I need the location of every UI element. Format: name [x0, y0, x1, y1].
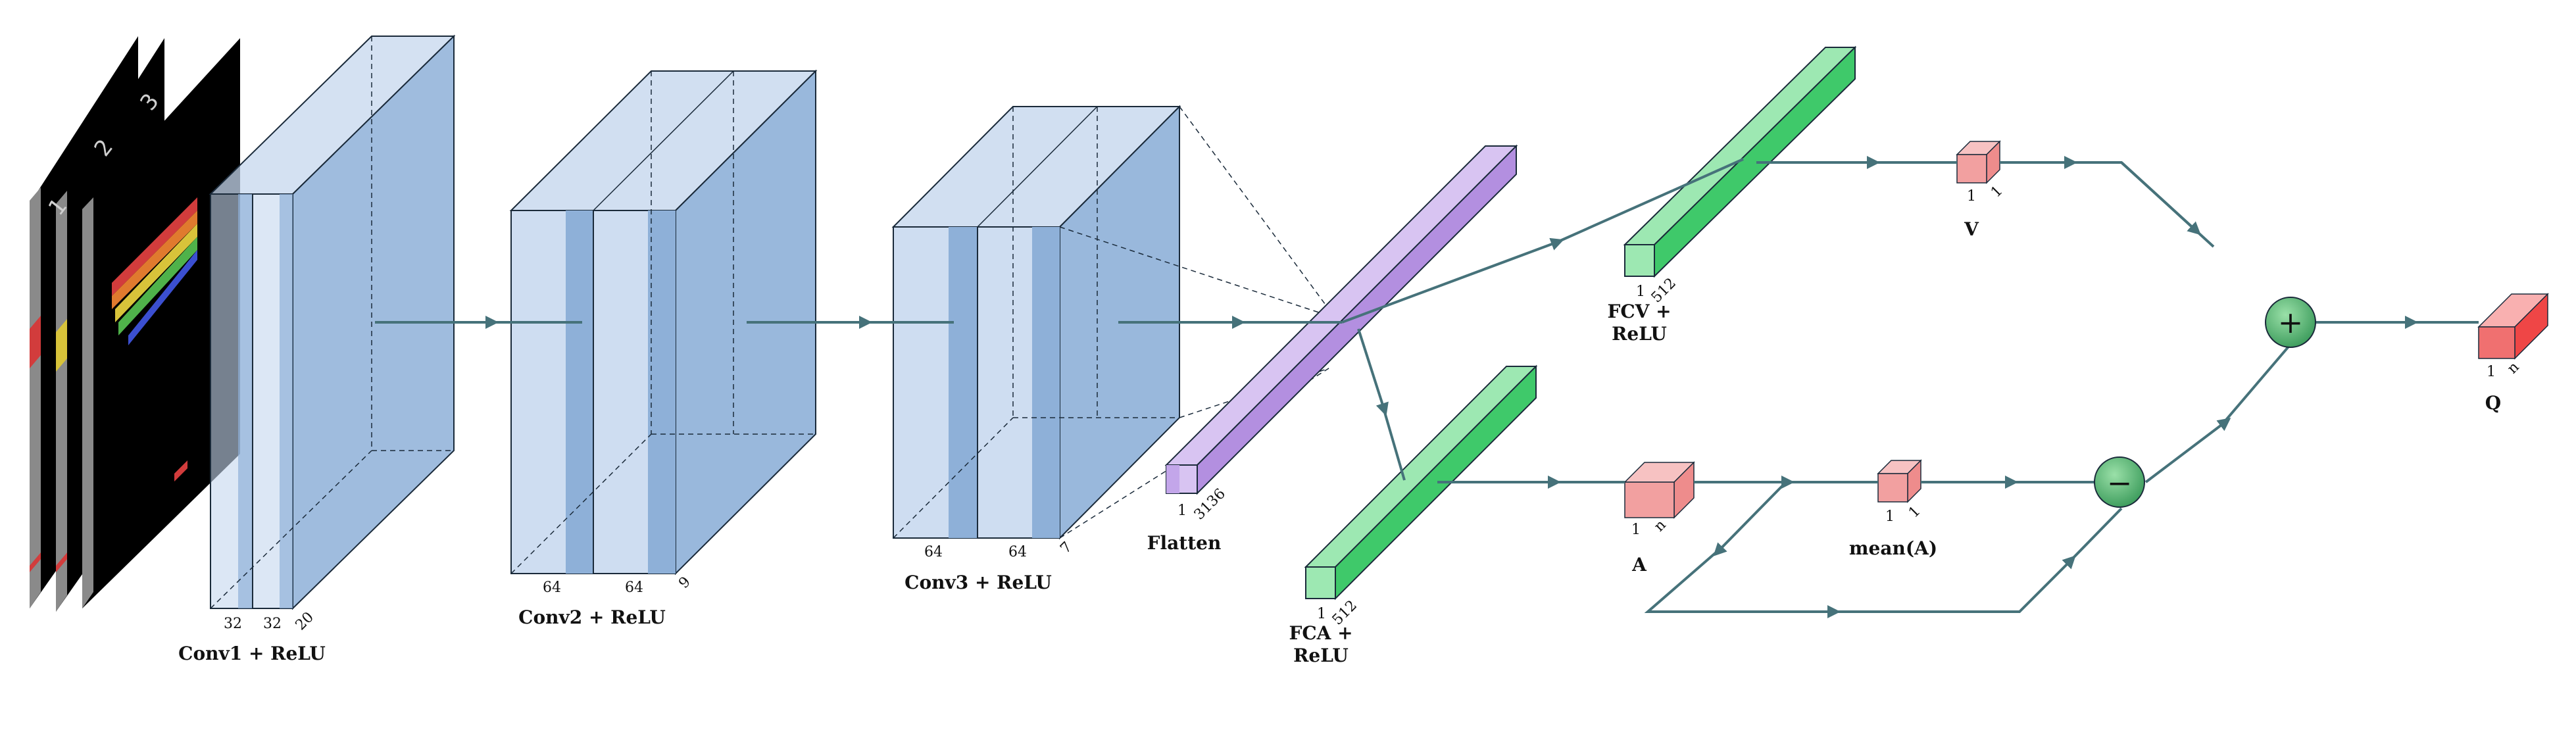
- arrow-a-bypass: [1713, 481, 1787, 556]
- conv2-label: Conv2 + ReLU: [518, 606, 666, 628]
- mean-dim-length: 1: [1906, 503, 1924, 522]
- plus-symbol: +: [2278, 305, 2304, 340]
- input-frame-front: [82, 38, 240, 608]
- v-dim-length: 1: [1988, 183, 2006, 201]
- conv2-dim-height: 64: [625, 579, 643, 596]
- conv3-block: 64 64 7 Conv3 + ReLU: [891, 105, 1181, 593]
- conv1-dim-width: 32: [224, 616, 242, 632]
- conv3-dim-depth: 7: [1057, 539, 1076, 557]
- fcv-label-line1: FCV +: [1607, 301, 1671, 322]
- arrow-flatten-fcv: [1341, 237, 1564, 324]
- minus-symbol: −: [2107, 465, 2133, 501]
- a-label: A: [1631, 554, 1647, 576]
- mean-dim-width: 1: [1885, 508, 1895, 525]
- input-frames: 1 2 3: [30, 36, 240, 612]
- fca-block: 1 512 FCA + ReLU: [1289, 364, 1538, 666]
- a-dim-width: 1: [1631, 522, 1641, 538]
- flatten-dim-width: 1: [1177, 503, 1187, 519]
- a-block: 1 n A: [1623, 461, 1695, 576]
- conv3-dim-height: 64: [1008, 544, 1027, 560]
- minus-operator: −: [2094, 456, 2145, 508]
- conv3-dim-width: 64: [924, 544, 943, 560]
- plus-operator: +: [2265, 297, 2316, 348]
- q-dim-width: 1: [2487, 364, 2496, 380]
- fcv-label-line2: ReLU: [1612, 323, 1667, 345]
- q-dim-length: n: [2504, 359, 2523, 378]
- arrow-minus-plus: [2144, 418, 2231, 483]
- v-block: 1 1 V: [1956, 140, 2006, 240]
- flatten-block: 1 3136 Flatten: [1147, 144, 1518, 554]
- conv3-label: Conv3 + ReLU: [904, 572, 1052, 593]
- fca-label-line2: ReLU: [1293, 645, 1349, 666]
- conv2-dim-width: 64: [543, 579, 561, 596]
- v-label: V: [1964, 218, 1979, 240]
- fca-label-line1: FCA +: [1289, 622, 1352, 644]
- conv1-dim-depth: 20: [293, 609, 317, 633]
- conv1-label: Conv1 + ReLU: [178, 643, 326, 664]
- conv1-dim-height: 32: [263, 616, 282, 632]
- mean-block: 1 1 mean(A): [1849, 459, 1937, 559]
- v-dim-width: 1: [1967, 188, 1976, 205]
- a-dim-length: n: [1651, 517, 1670, 535]
- fca-dim-width: 1: [1317, 606, 1326, 622]
- flatten-label: Flatten: [1147, 532, 1222, 554]
- conv1-block: 32 32 20 Conv1 + ReLU: [178, 34, 456, 664]
- q-block: 1 n Q: [2477, 293, 2549, 414]
- fcv-dim-width: 1: [1636, 283, 1645, 300]
- conv2-dim-depth: 9: [676, 574, 694, 592]
- arrow-flatten-fca: [1357, 328, 1389, 416]
- connection-arrows: [375, 156, 2479, 618]
- q-label: Q: [2485, 392, 2501, 414]
- conv2-block: 64 64 9 Conv2 + ReLU: [509, 69, 818, 628]
- fcv-block: 1 512 FCV + ReLU: [1607, 45, 1857, 345]
- mean-label: mean(A): [1849, 537, 1937, 559]
